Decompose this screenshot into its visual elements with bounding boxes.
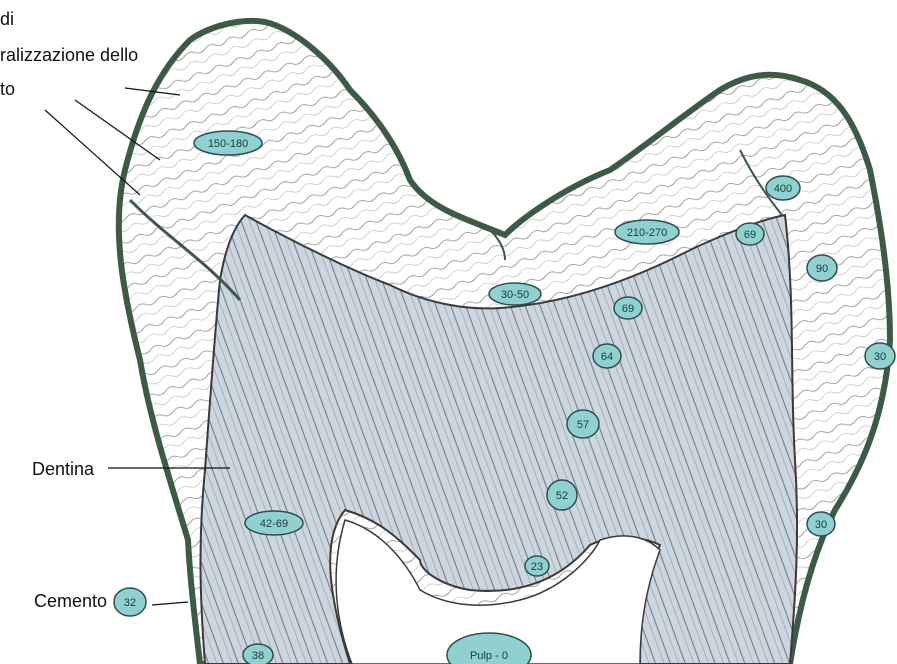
badge-30-right: 30 [865, 343, 895, 369]
badge-23: 23 [525, 556, 549, 576]
svg-text:30: 30 [815, 519, 827, 531]
badge-400: 400 [766, 176, 800, 200]
svg-text:69: 69 [622, 303, 634, 315]
svg-text:52: 52 [556, 490, 568, 502]
badge-38: 38 [243, 644, 273, 664]
badge-52: 52 [547, 480, 577, 510]
badge-90: 90 [807, 255, 837, 281]
pointer-line-top-3 [45, 110, 140, 195]
svg-text:150-180: 150-180 [208, 138, 248, 150]
svg-text:57: 57 [577, 419, 589, 431]
dentina-label: Dentina [32, 458, 94, 480]
svg-text:32: 32 [124, 597, 136, 609]
badge-150-180: 150-180 [194, 131, 262, 155]
svg-text:38: 38 [252, 650, 264, 662]
svg-text:Pulp - 0: Pulp - 0 [470, 650, 508, 662]
badge-42-69: 42-69 [245, 511, 303, 535]
svg-text:23: 23 [531, 561, 543, 573]
svg-text:30: 30 [874, 351, 886, 363]
top-label-line3: to [0, 78, 15, 100]
top-label-line2: ralizzazione dello [0, 44, 138, 66]
cemento-label: Cemento [34, 590, 107, 612]
badge-30-lower: 30 [807, 512, 835, 536]
svg-text:90: 90 [816, 263, 828, 275]
top-label-line1: di [0, 8, 14, 30]
pointer-line-cemento [152, 602, 188, 605]
svg-text:400: 400 [774, 183, 792, 195]
badge-69-right: 69 [736, 223, 764, 245]
svg-text:30-50: 30-50 [501, 289, 529, 301]
badge-64: 64 [593, 344, 621, 368]
badge-57: 57 [567, 410, 599, 438]
svg-text:64: 64 [601, 351, 613, 363]
badge-210-270: 210-270 [615, 220, 679, 244]
svg-text:42-69: 42-69 [260, 518, 288, 530]
svg-text:210-270: 210-270 [627, 227, 667, 239]
badge-32: 32 [114, 588, 146, 616]
svg-text:69: 69 [744, 229, 756, 241]
badge-69-mid: 69 [614, 297, 642, 319]
badge-30-50: 30-50 [489, 283, 541, 305]
